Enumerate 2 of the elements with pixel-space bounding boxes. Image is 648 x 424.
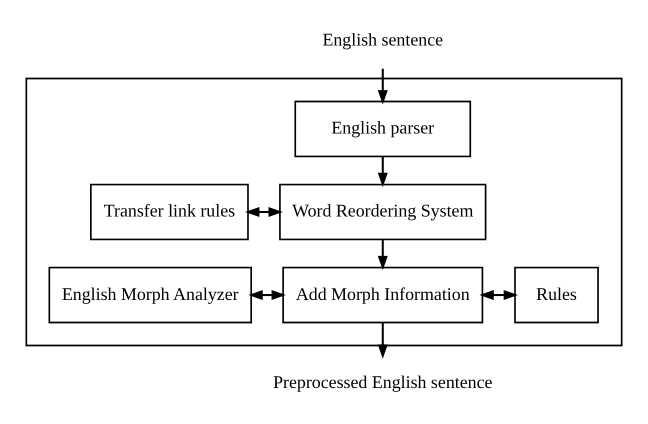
node-text: Preprocessed English sentence — [273, 372, 492, 392]
node-text: English sentence — [322, 30, 444, 50]
